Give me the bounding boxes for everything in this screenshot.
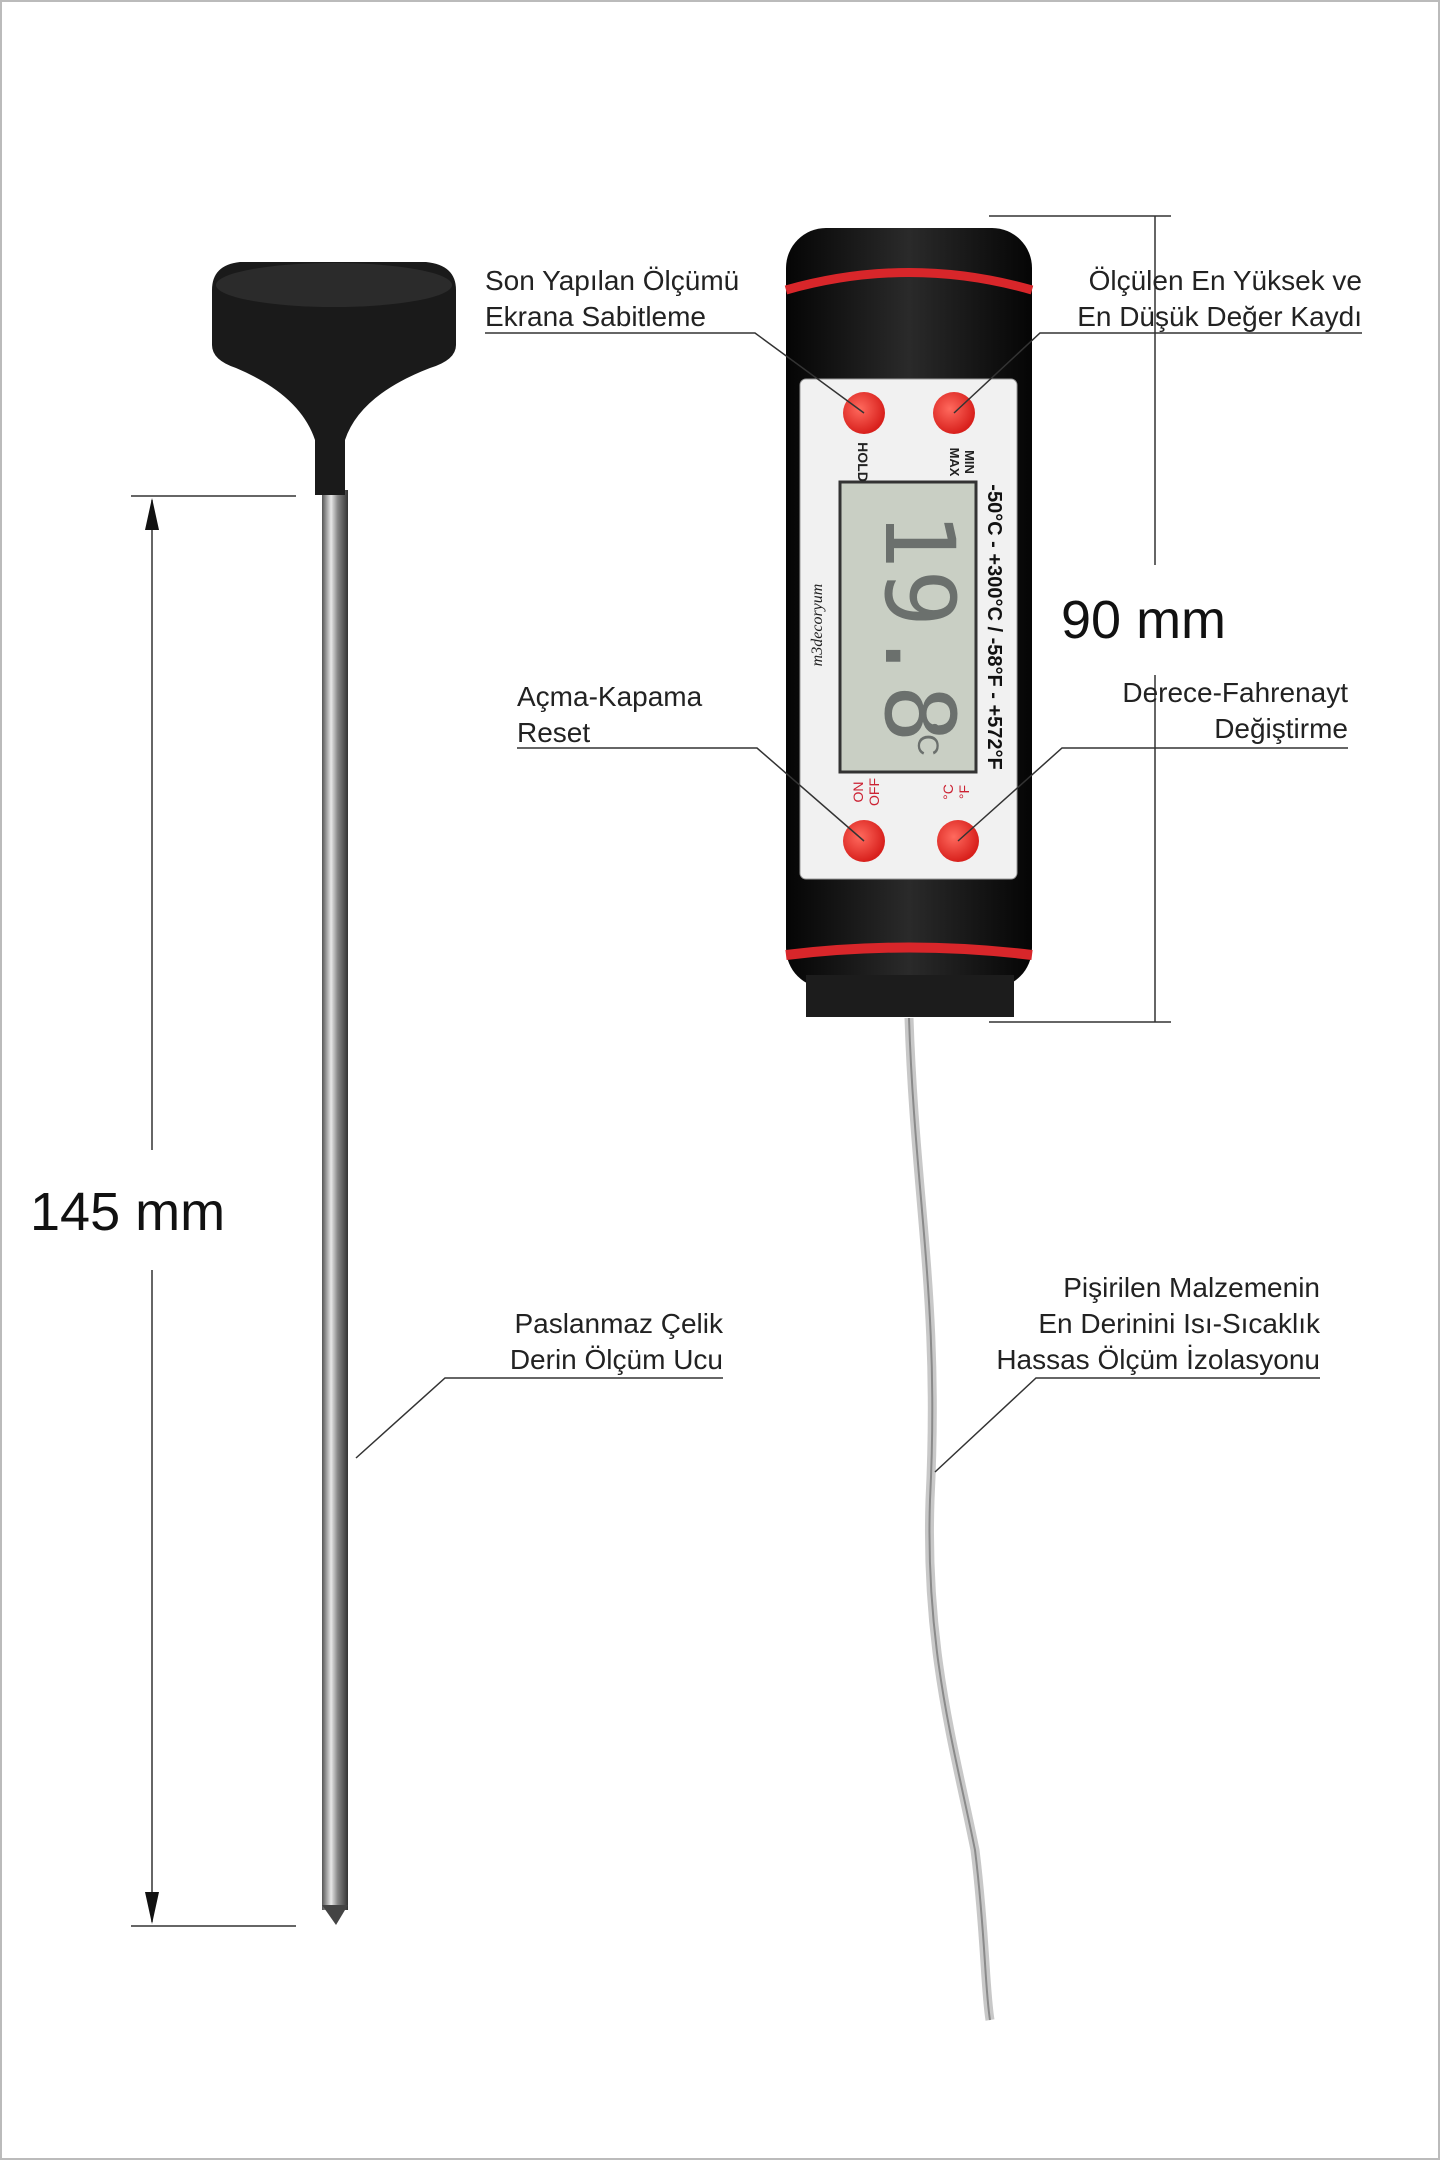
fahrenheit-label: °F bbox=[956, 785, 972, 799]
celsius-label: °C bbox=[940, 784, 956, 800]
off-label: OFF bbox=[866, 778, 882, 806]
cable-edge bbox=[908, 1017, 991, 2021]
probe-length-label: 145 mm bbox=[30, 1182, 225, 1242]
thread-end bbox=[806, 975, 1014, 1017]
callout-probe-line1: Paslanmaz Çelik bbox=[514, 1308, 724, 1339]
callout-unit-line2: Değiştirme bbox=[1214, 713, 1348, 744]
callout-cable-line1: Pişirilen Malzemenin bbox=[1063, 1272, 1320, 1303]
callout-cable-line2: En Derinini Isı-Sıcaklık bbox=[1038, 1308, 1321, 1339]
callout-maxmin: Ölçülen En Yüksek ve En Düşük Değer Kayd… bbox=[953, 265, 1362, 414]
probe-tip bbox=[322, 1905, 348, 1925]
probe-stem bbox=[322, 490, 348, 1910]
callout-cable: Pişirilen Malzemenin En Derinini Isı-Sıc… bbox=[934, 1272, 1321, 1473]
lcd-unit: °C bbox=[911, 722, 944, 756]
callout-probe: Paslanmaz Çelik Derin Ölçüm Ucu bbox=[355, 1308, 724, 1459]
max-label: MAX bbox=[947, 448, 962, 477]
callout-onoff-line2: Reset bbox=[517, 717, 590, 748]
body-dimension: 90 mm bbox=[989, 215, 1226, 1023]
body-length-label: 90 mm bbox=[1061, 590, 1226, 650]
thermometer-body: 19.8 °C -50°C - +300°C / -58°F - +572°F … bbox=[784, 228, 1034, 1017]
hold-label: HOLD bbox=[855, 442, 871, 482]
min-label: MIN bbox=[962, 450, 977, 474]
callout-onoff: Açma-Kapama Reset bbox=[517, 681, 865, 842]
brand-logo: m3decoryum bbox=[809, 584, 826, 667]
callout-onoff-line1: Açma-Kapama bbox=[517, 681, 703, 712]
steel-probe bbox=[212, 262, 456, 1925]
callout-hold: Son Yapılan Ölçümü Ekrana Sabitleme bbox=[485, 265, 865, 414]
callout-hold-line2: Ekrana Sabitleme bbox=[485, 301, 706, 332]
callout-maxmin-line2: En Düşük Değer Kaydı bbox=[1077, 301, 1362, 332]
top-band bbox=[784, 268, 1034, 295]
callout-maxmin-line1: Ölçülen En Yüksek ve bbox=[1089, 265, 1362, 296]
probe-cap-top bbox=[216, 263, 452, 307]
probe-cap bbox=[212, 262, 456, 495]
callout-hold-line1: Son Yapılan Ölçümü bbox=[485, 265, 739, 296]
callout-unit-line1: Derece-Fahrenayt bbox=[1122, 677, 1348, 708]
probe-dimension: 145 mm bbox=[30, 495, 296, 1927]
range-text: -50°C - +300°C / -58°F - +572°F bbox=[983, 484, 1005, 769]
callout-unit: Derece-Fahrenayt Değiştirme bbox=[957, 677, 1348, 842]
callout-probe-line2: Derin Ölçüm Ucu bbox=[510, 1344, 723, 1375]
lcd-display bbox=[838, 480, 978, 774]
lcd-value: 19.8 bbox=[863, 511, 975, 742]
bottom-band bbox=[785, 942, 1033, 960]
callout-cable-line3: Hassas Ölçüm İzolasyonu bbox=[996, 1344, 1320, 1375]
on-label: ON bbox=[850, 782, 866, 803]
